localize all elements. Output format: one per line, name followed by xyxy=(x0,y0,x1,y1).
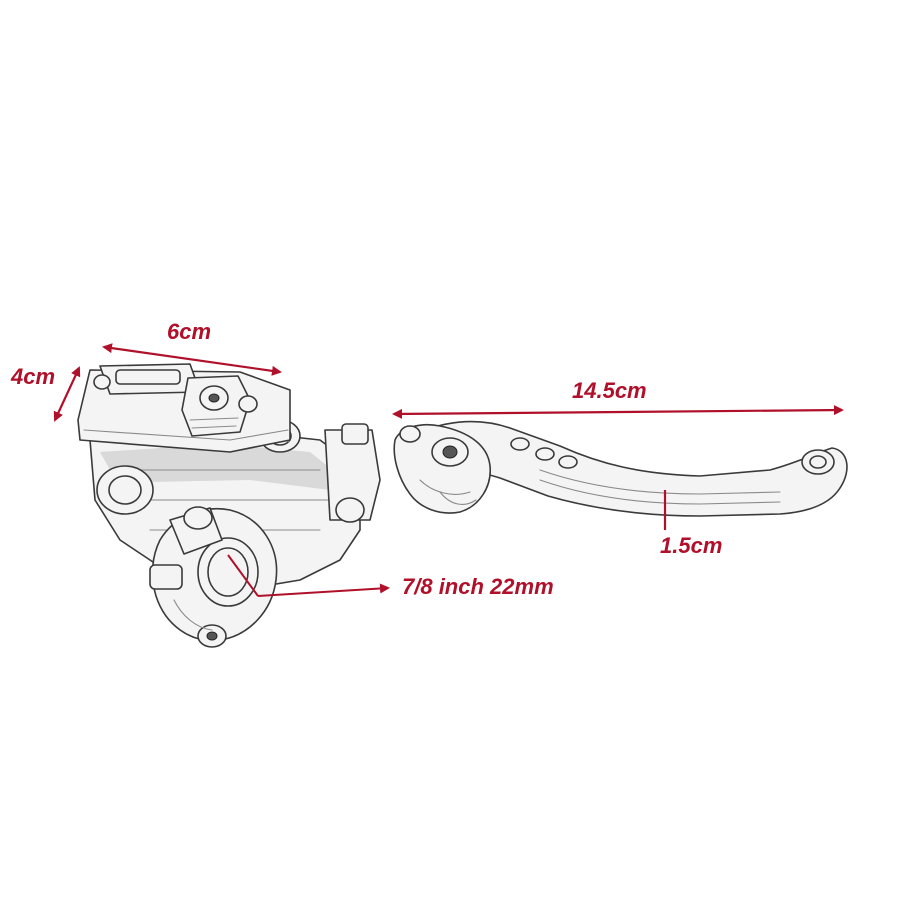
reservoir xyxy=(77,363,291,453)
dimension-label-bar-diameter: 7/8 inch 22mm xyxy=(402,574,554,599)
dimension-label-lever-width: 1.5cm xyxy=(660,533,723,558)
dimension-lines xyxy=(53,343,844,597)
dimension-label-length: 14.5cm xyxy=(572,378,647,403)
dimension-label-width: 6cm xyxy=(167,319,212,344)
dim-line-bar-diameter-leader xyxy=(257,583,390,597)
lever-blade xyxy=(419,420,848,517)
dimension-label-height: 4cm xyxy=(11,364,56,389)
dim-line-6cm xyxy=(102,343,282,376)
dim-line-14-5cm xyxy=(392,405,844,419)
dim-line-4cm xyxy=(53,366,81,422)
dim-line-bar-diameter xyxy=(227,554,259,597)
handlebar-clamp xyxy=(149,506,278,648)
pivot-adjuster xyxy=(393,424,491,514)
